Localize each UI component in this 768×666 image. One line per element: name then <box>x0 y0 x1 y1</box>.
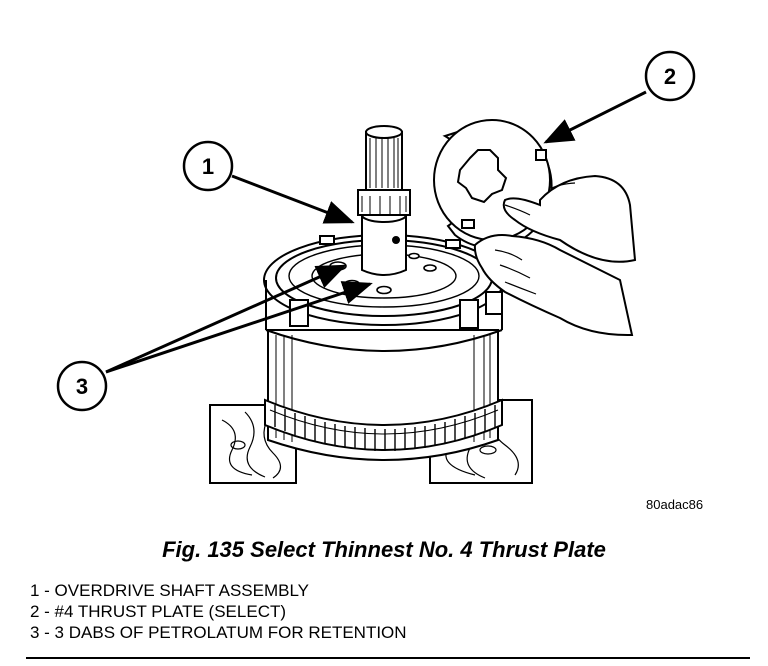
callout-2: 2 <box>644 50 696 102</box>
clutch-drum <box>264 329 503 461</box>
callout-3: 3 <box>56 360 108 412</box>
legend-item-2: 2 - #4 THRUST PLATE (SELECT) <box>30 602 287 621</box>
bottom-rule <box>26 657 750 659</box>
legend-list: 1 - OVERDRIVE SHAFT ASSEMBLY 2 - #4 THRU… <box>30 580 407 643</box>
arrow-3b <box>105 281 373 374</box>
drum-spline-teeth <box>274 405 496 451</box>
overdrive-shaft <box>357 125 411 276</box>
callout-1: 1 <box>182 140 234 192</box>
hand-upper <box>502 174 637 263</box>
arrow-2 <box>543 90 647 144</box>
leader-arrows <box>105 90 647 374</box>
hand-lower <box>473 234 634 337</box>
svg-text:1: 1 <box>202 154 214 179</box>
arrow-1 <box>231 174 355 224</box>
legend-item-3: 3 - 3 DABS OF PETROLATUM FOR RETENTION <box>30 623 407 642</box>
svg-text:3: 3 <box>76 374 88 399</box>
legend-item-1: 1 - OVERDRIVE SHAFT ASSEMBLY <box>30 581 310 600</box>
figure-code: 80adac86 <box>646 497 704 512</box>
transmission-illustration: 1 2 3 <box>56 50 696 484</box>
svg-text:2: 2 <box>664 64 676 89</box>
figure-caption: Fig. 135 Select Thinnest No. 4 Thrust Pl… <box>162 537 606 562</box>
arrow-3a <box>105 264 347 374</box>
